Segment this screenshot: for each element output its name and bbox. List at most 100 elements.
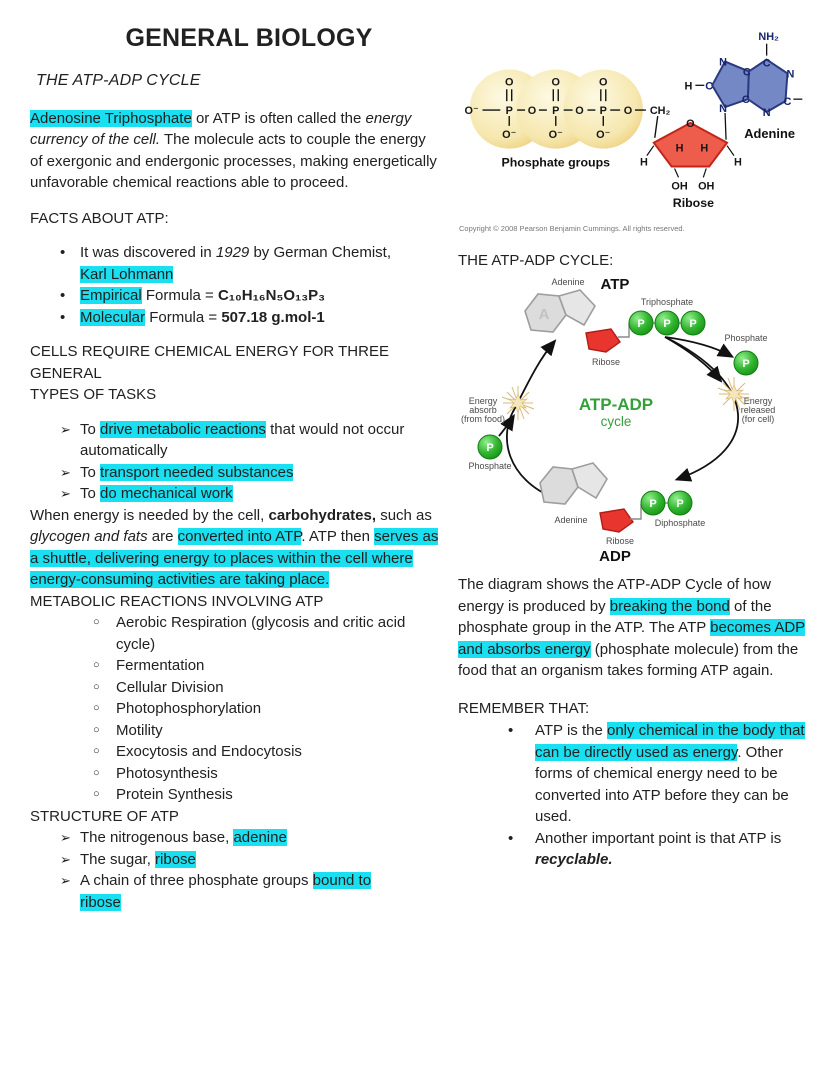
svg-text:N: N (719, 57, 727, 69)
svg-text:P: P (663, 318, 670, 330)
cells-heading-line2: TYPES OF TASKS (30, 386, 157, 403)
svg-text:N: N (786, 68, 794, 80)
list-item: ○Protein Synthesis (30, 784, 440, 806)
bullet-circle-icon: ○ (93, 766, 100, 779)
bullet-circle-icon: ○ (93, 745, 100, 757)
bullet-arrow-icon: ➢ (60, 464, 71, 480)
ribose-pentagon (652, 121, 729, 168)
svg-text:P: P (552, 105, 559, 117)
svg-text:O: O (599, 76, 607, 88)
svg-text:C: C (742, 94, 750, 106)
bullet-arrow-icon: ➢ (60, 830, 71, 845)
list-item: ○Exocytosis and Endocytosis (30, 741, 440, 763)
ribose-atoms: O H H H H OH OH (640, 118, 742, 192)
list-item: ○Photophosphorylation (30, 698, 440, 720)
ribose-label: Ribose (673, 196, 714, 210)
svg-text:C: C (784, 96, 792, 108)
energy-burst-left (501, 385, 535, 421)
svg-text:H: H (640, 157, 648, 169)
arrow-adp-to-atp (506, 339, 557, 500)
cycle-heading: THE ATP-ADP CYCLE: (458, 251, 614, 269)
ribose-bottom (599, 508, 634, 533)
adenine-bottom-label: Adenine (554, 515, 587, 525)
svg-text:P: P (637, 318, 644, 330)
list-item: ○Cellular Division (30, 677, 440, 699)
svg-text:absorb: absorb (469, 405, 497, 415)
ribose-bonds (646, 145, 735, 178)
adp-label: ADP (599, 548, 631, 565)
svg-text:P: P (486, 442, 493, 454)
tasks-list: ➢To drive metabolic reactions that would… (30, 419, 440, 505)
svg-text:Energy: Energy (744, 396, 773, 406)
ribose-top (585, 328, 621, 353)
ribose-phosphate-link (618, 323, 630, 338)
triphosphate-circles: P P P (628, 310, 706, 336)
svg-text:P: P (600, 105, 607, 117)
facts-list: •It was discovered in 1929 by German Che… (30, 242, 440, 328)
list-item: •It was discovered in 1929 by German Che… (60, 244, 391, 283)
list-item: ○Fermentation (30, 655, 440, 677)
bullet-dot-icon: • (508, 722, 514, 739)
list-item: ➢The sugar, ribose (30, 849, 440, 871)
bullet-circle-icon: ○ (93, 680, 100, 693)
svg-text:O⁻: O⁻ (549, 129, 563, 141)
bullet-arrow-icon: ➢ (60, 873, 71, 888)
svg-text:(for cell): (for cell) (742, 414, 775, 424)
svg-text:C: C (763, 57, 771, 69)
adenine-bonds (695, 43, 803, 140)
ch2-atom: CH₂ (650, 105, 671, 117)
atp-adp-cycle-diagram: ATP Adenine A Ribose Triphosphate P P P … (461, 276, 776, 565)
phosphate-circle (563, 69, 643, 149)
bullet-arrow-icon: ➢ (60, 851, 71, 867)
left-column: GENERAL BIOLOGY THE ATP-ADP CYCLE Adenos… (30, 20, 440, 913)
svg-text:H: H (700, 143, 708, 155)
list-item: •Another important point is that ATP is … (508, 829, 782, 869)
triphosphate-label: Triphosphate (641, 297, 693, 307)
adenine-top-label: Adenine (551, 277, 584, 287)
bullet-circle-icon: ○ (93, 702, 100, 714)
remember-list: •ATP is the only chemical in the body th… (458, 720, 806, 871)
svg-text:O: O (686, 118, 694, 130)
svg-text:H: H (734, 157, 742, 169)
energy-released-label: Energy released (for cell) (741, 396, 776, 424)
list-item: ➢The nitrogenous base, adenine (30, 827, 440, 849)
diphosphate-circles: P P (640, 490, 693, 516)
structure-list: ➢The nitrogenous base, adenine ➢The suga… (30, 827, 440, 913)
list-item: •Molecular Formula = 507.18 g.mol-1 (30, 307, 440, 329)
list-item: •Empirical Formula = C₁₀H₁₆N₅O₁₃P₃ (30, 285, 440, 307)
cycle-center-subtitle: cycle (601, 414, 632, 429)
list-item: •ATP is the only chemical in the body th… (508, 722, 805, 825)
svg-text:N: N (719, 103, 727, 115)
svg-text:O⁻: O⁻ (465, 105, 479, 117)
adenine-label: Adenine (744, 126, 795, 141)
bullet-arrow-icon: ➢ (60, 421, 71, 437)
phosphate-right-circle (733, 350, 759, 376)
diphosphate-label: Diphosphate (655, 518, 706, 528)
svg-text:H: H (685, 80, 693, 92)
ribose-bottom-label: Ribose (606, 536, 634, 546)
svg-text:released: released (741, 405, 776, 415)
atp-molecule-diagram: O⁻ P O P O P O O O O O⁻ O⁻ O⁻ CH₂ Phosph… (465, 31, 806, 210)
svg-text:P: P (689, 318, 696, 330)
cells-heading-line1: CELLS REQUIRE CHEMICAL ENERGY FOR THREE … (30, 343, 389, 382)
list-item: ➢A chain of three phosphate groups bound… (60, 872, 372, 911)
bullet-circle-icon: ○ (93, 616, 100, 628)
phosphate-chain-atoms: O⁻ P O P O P O O O O O⁻ O⁻ O⁻ (465, 76, 633, 140)
svg-text:O: O (505, 76, 513, 88)
cycle-center-title: ATP-ADP (579, 395, 653, 414)
bullet-dot-icon: • (60, 308, 66, 326)
svg-text:H: H (805, 94, 806, 106)
bullet-circle-icon: ○ (93, 723, 100, 736)
adenine-hexagon-bottom (539, 466, 579, 505)
arrow-atp-to-adp (664, 336, 740, 482)
svg-text:H: H (676, 143, 684, 155)
svg-text:Energy: Energy (469, 396, 498, 406)
svg-text:O: O (624, 105, 632, 117)
energy-absorb-label: Energy absorb (from food) (461, 396, 505, 424)
bullet-arrow-icon: ➢ (60, 486, 71, 501)
bullet-dot-icon: • (508, 829, 514, 847)
adenine-a-letter: A (539, 306, 550, 323)
svg-text:P: P (506, 105, 513, 117)
adenine-pentagon-bottom (570, 462, 608, 500)
